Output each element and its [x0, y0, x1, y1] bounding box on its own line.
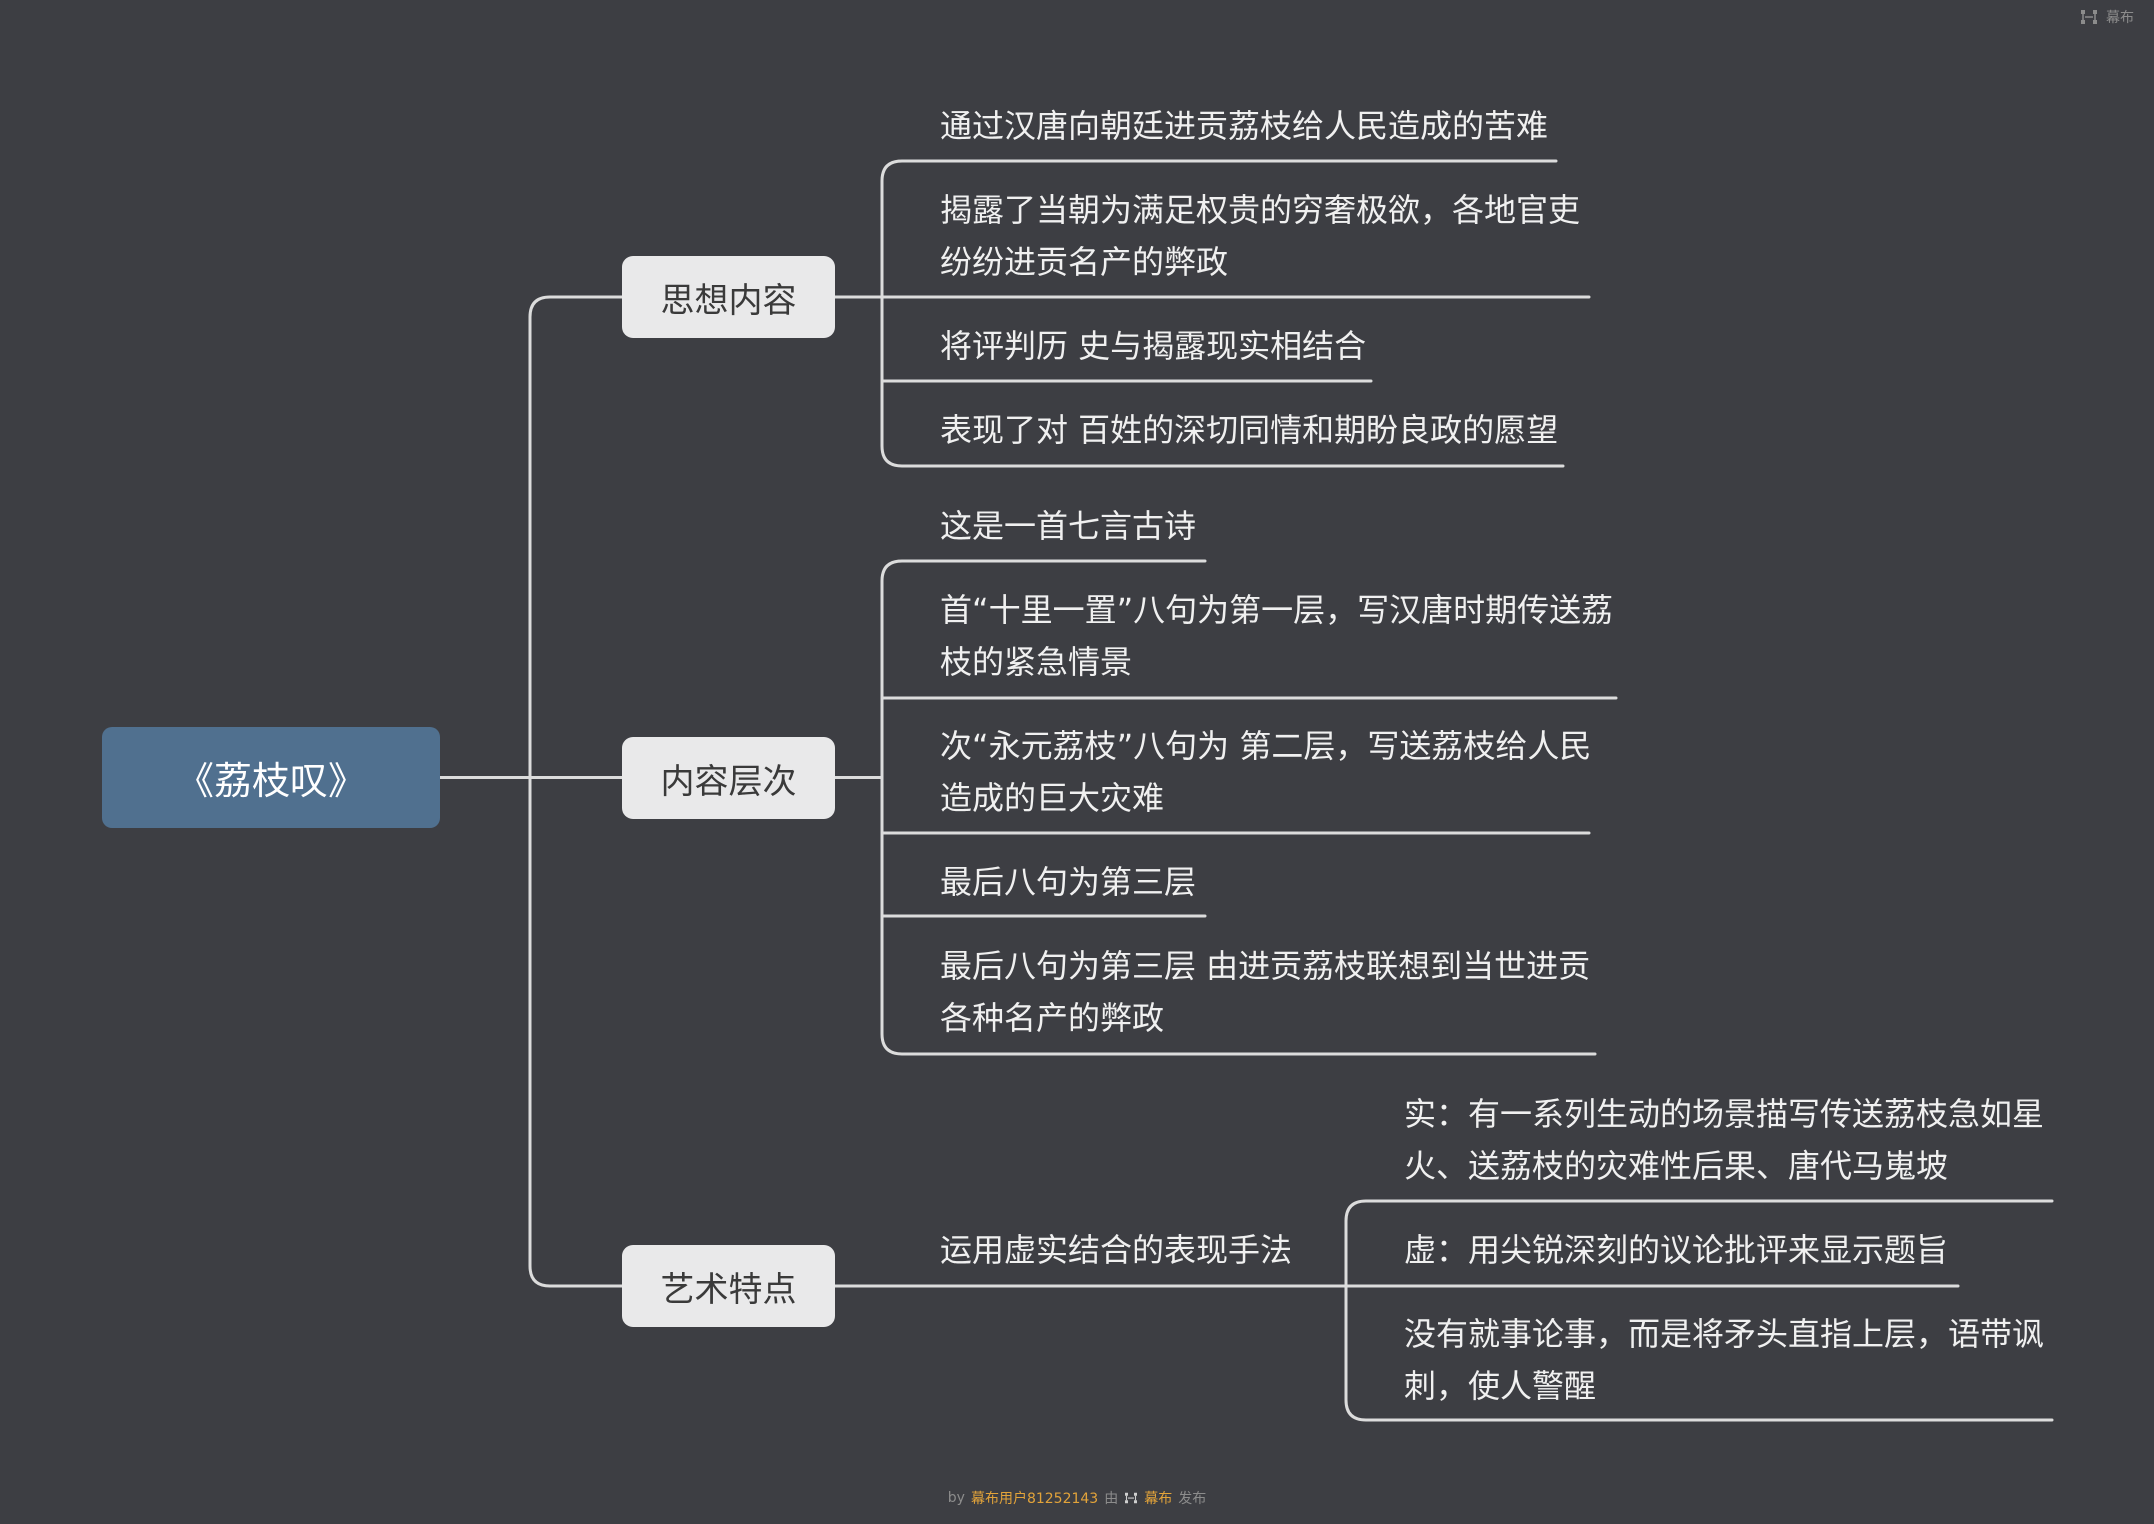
mubu-logo-icon [2081, 10, 2097, 24]
branch-node-artistic-features: 艺术特点 [622, 1245, 835, 1327]
mubu-brand-label: 幕布 [2106, 10, 2134, 26]
leaf-text-line: 通过汉唐向朝廷进贡荔枝给人民造成的苦难 [940, 107, 1549, 145]
connector-line [528, 295, 624, 1288]
branch-label: 艺术特点 [660, 1269, 797, 1310]
branch-label: 内容层次 [660, 761, 797, 802]
leaf-text-line: 实：有一系列生动的场景描写传送荔枝急如星 [1404, 1095, 2045, 1133]
root-node: 《荔枝叹》 [102, 727, 440, 828]
branch-label: 思想内容 [660, 280, 797, 321]
mubu-brand-link[interactable]: 幕布 [2080, 5, 2134, 29]
mubu-link[interactable]: 幕布 [1144, 1491, 1173, 1507]
leaf-text-line: 枝的紧急情景 [940, 643, 1133, 681]
footer-via: 由 [1104, 1491, 1119, 1507]
branch-node-content-structure: 内容层次 [622, 737, 835, 819]
connector-line [880, 559, 1597, 1056]
footer-action: 发布 [1178, 1491, 1207, 1507]
mubu-logo-icon [1125, 1492, 1138, 1504]
leaf-topic: 这是一首七言古诗 [940, 500, 1196, 552]
leaf-topic: 将评判历 史与揭露现实相结合 [940, 320, 1366, 372]
leaf-text-line: 纷纷进贡名产的弊政 [940, 243, 1229, 281]
leaf-text-line: 各种名产的弊政 [940, 999, 1165, 1037]
leaf-text-line: 造成的巨大灾难 [940, 779, 1165, 817]
leaf-text-line: 最后八句为第三层 [940, 863, 1197, 901]
leaf-text-line: 这是一首七言古诗 [940, 507, 1197, 545]
leaf-text-line: 运用虚实结合的表现手法 [940, 1231, 1293, 1269]
leaf-text-line: 没有就事论事，而是将矛头直指上层，语带讽 [1404, 1315, 2045, 1353]
root-title: 《荔枝叹》 [175, 759, 366, 803]
leaf-topic: 首“十里一置”八句为第一层，写汉唐时期传送荔 枝的紧急情景 [940, 584, 1613, 688]
leaf-text-line: 首“十里一置”八句为第一层，写汉唐时期传送荔 [940, 591, 1614, 629]
publish-footer: by 幕布用户81252143 由 幕布 发布 [0, 1486, 2154, 1510]
leaf-topic: 实：有一系列生动的场景描写传送荔枝急如星 火、送荔枝的灾难性后果、唐代马嵬坡 [1404, 1088, 2044, 1192]
connector-line [880, 159, 1565, 468]
leaf-text-line: 刺，使人警醒 [1404, 1367, 1597, 1405]
leaf-topic: 没有就事论事，而是将矛头直指上层，语带讽 刺，使人警醒 [1404, 1308, 2044, 1412]
footer-by: by [947, 1490, 965, 1506]
leaf-text-line: 次“永元荔枝”八句为 第二层，写送荔枝给人民 [940, 727, 1592, 765]
connector-line [1344, 1199, 2054, 1422]
leaf-text-line: 揭露了当朝为满足权贵的穷奢极欲，各地官吏 [940, 191, 1581, 229]
author-link[interactable]: 幕布用户81252143 [970, 1491, 1099, 1507]
sub-topic: 运用虚实结合的表现手法 [940, 1224, 1292, 1276]
branch-node-thought-content: 思想内容 [622, 256, 835, 338]
leaf-topic: 虚：用尖锐深刻的议论批评来显示题旨 [1404, 1224, 1948, 1276]
leaf-topic: 揭露了当朝为满足权贵的穷奢极欲，各地官吏 纷纷进贡名产的弊政 [940, 184, 1580, 288]
leaf-topic: 次“永元荔枝”八句为 第二层，写送荔枝给人民 造成的巨大灾难 [940, 720, 1591, 824]
leaf-text-line: 表现了对 百姓的深切同情和期盼良政的愿望 [940, 411, 1559, 449]
leaf-text-line: 最后八句为第三层 由进贡荔枝联想到当世进贡 [940, 947, 1591, 985]
leaf-topic: 表现了对 百姓的深切同情和期盼良政的愿望 [940, 404, 1558, 456]
leaf-topic: 最后八句为第三层 由进贡荔枝联想到当世进贡 各种名产的弊政 [940, 940, 1590, 1044]
leaf-topic: 最后八句为第三层 [940, 856, 1196, 908]
leaf-text-line: 将评判历 史与揭露现实相结合 [940, 327, 1367, 365]
leaf-text-line: 火、送荔枝的灾难性后果、唐代马嵬坡 [1404, 1147, 1949, 1185]
leaf-topic: 通过汉唐向朝廷进贡荔枝给人民造成的苦难 [940, 100, 1548, 152]
leaf-text-line: 虚：用尖锐深刻的议论批评来显示题旨 [1404, 1231, 1949, 1269]
